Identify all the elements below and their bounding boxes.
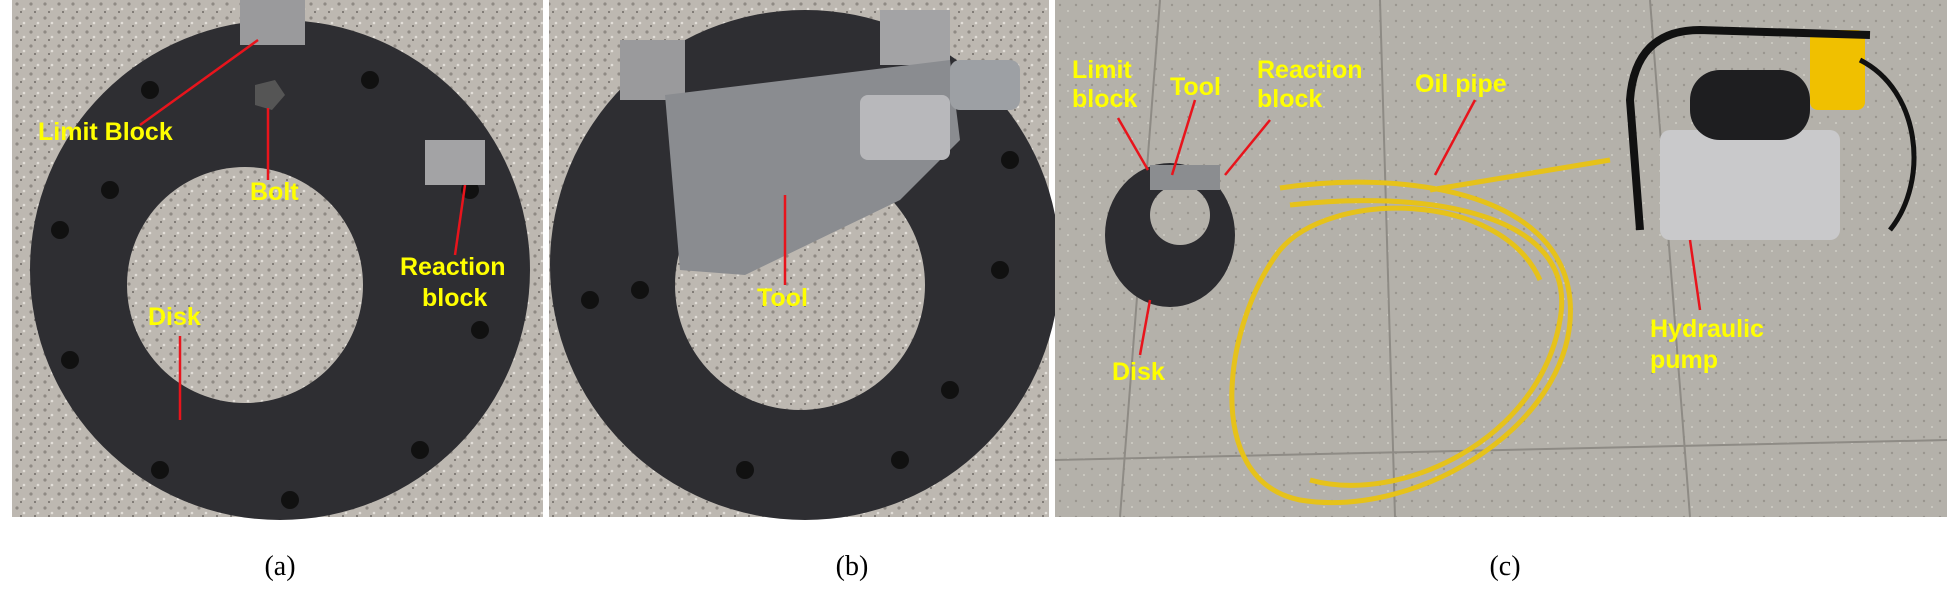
caption-c: (c) <box>1489 551 1520 582</box>
bolt-head <box>255 80 285 110</box>
label-bolt: Bolt <box>250 178 299 206</box>
label-reaction-block-line2: block <box>1257 85 1322 113</box>
label-tool: Tool <box>757 284 808 312</box>
label-oil-pipe: Oil pipe <box>1415 70 1507 98</box>
panel-a-photo: Limit Block Bolt Reaction block Disk <box>12 0 543 520</box>
limit-block <box>620 40 685 100</box>
label-limit-block-line2: block <box>1072 85 1137 113</box>
label-disk: Disk <box>1112 358 1165 386</box>
caption-b: (b) <box>836 551 869 582</box>
reaction-block <box>425 140 485 185</box>
label-hydraulic-pump-line1: Hydraulic <box>1650 315 1764 343</box>
label-limit-block: Limit Block <box>38 118 173 146</box>
label-limit-block-line1: Limit <box>1072 56 1132 84</box>
panel-b-photo: Tool <box>549 0 1060 520</box>
label-tool: Tool <box>1170 73 1221 101</box>
reaction-block <box>880 10 950 65</box>
oil-pipe <box>1229 157 1611 506</box>
label-hydraulic-pump-line2: pump <box>1650 346 1718 374</box>
hydraulic-pump <box>1625 25 1917 240</box>
label-disk: Disk <box>148 303 201 331</box>
tool <box>1150 165 1220 190</box>
bolt-holes <box>51 71 489 509</box>
label-reaction-block-line2: block <box>422 284 487 312</box>
panel-c-photo: Limit block Tool Reaction block Oil pipe… <box>1054 0 1947 518</box>
limit-block <box>240 0 305 45</box>
caption-a: (a) <box>264 551 295 582</box>
label-reaction-block-line1: Reaction <box>400 253 506 281</box>
label-reaction-block-line1: Reaction <box>1257 56 1363 84</box>
hose-fitting <box>950 60 1020 110</box>
